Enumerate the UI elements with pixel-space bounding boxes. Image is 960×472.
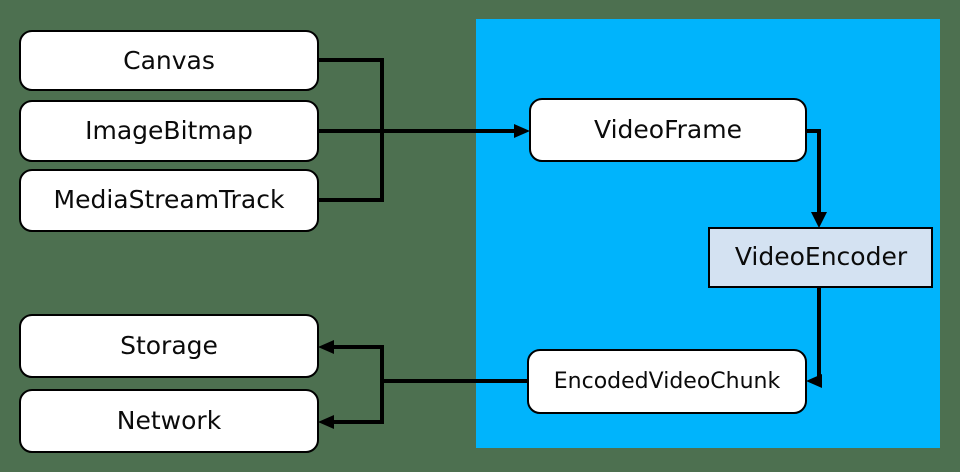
node-encoded-video-chunk-label: EncodedVideoChunk: [554, 369, 781, 394]
edge-canvas-to-video-frame: [318, 58, 384, 131]
edge-video-encoder-to-encoded-video-chunk: [806, 287, 822, 388]
node-media-stream-track-label: MediaStreamTrack: [54, 185, 285, 214]
node-video-frame-label: VideoFrame: [594, 115, 742, 144]
node-canvas[interactable]: Canvas: [19, 30, 319, 91]
node-network[interactable]: Network: [19, 389, 319, 453]
node-storage-label: Storage: [120, 331, 218, 360]
node-video-encoder-label: VideoEncoder: [735, 242, 908, 271]
edge-encoded-video-chunk-to-network: [318, 381, 384, 429]
node-media-stream-track[interactable]: MediaStreamTrack: [19, 169, 319, 232]
node-canvas-label: Canvas: [123, 46, 215, 75]
edge-encoded-video-chunk-to-storage: [318, 340, 528, 383]
node-encoded-video-chunk[interactable]: EncodedVideoChunk: [527, 349, 807, 414]
node-image-bitmap-label: ImageBitmap: [85, 116, 253, 145]
edge-image-bitmap-to-video-frame: [318, 124, 530, 138]
edge-media-stream-track-to-video-frame: [318, 131, 384, 202]
node-image-bitmap[interactable]: ImageBitmap: [19, 100, 319, 162]
node-network-label: Network: [117, 406, 222, 435]
node-video-encoder[interactable]: VideoEncoder: [708, 227, 933, 288]
node-storage[interactable]: Storage: [19, 314, 319, 378]
node-video-frame[interactable]: VideoFrame: [529, 98, 807, 162]
edge-video-frame-to-video-encoder: [806, 129, 827, 228]
